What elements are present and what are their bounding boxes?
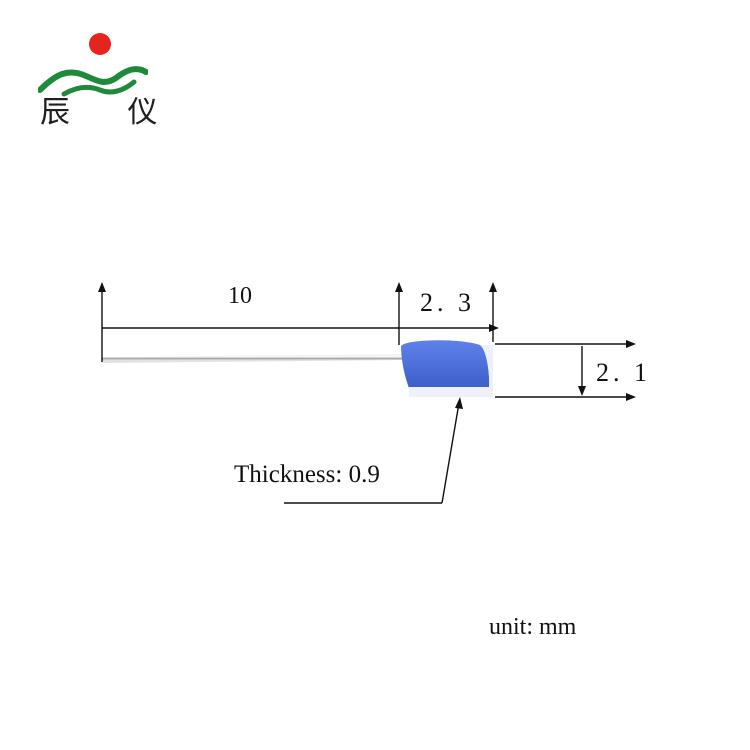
arrowhead-thickness (455, 397, 463, 409)
upper-wave-line (37, 66, 149, 93)
arrowhead-left-up (98, 282, 106, 292)
lead-length-label: 10 (228, 283, 252, 309)
arrowhead-bottom-right (626, 393, 636, 401)
arrowhead-top-right (626, 340, 636, 348)
arrowhead-right-up (489, 282, 497, 292)
red-sun-dot (89, 33, 111, 55)
arrowhead-length-right (489, 324, 499, 332)
sensor-edge (480, 345, 493, 395)
brand-mark-icon (37, 33, 149, 97)
unit-note: unit: mm (489, 614, 577, 640)
arrowhead-height-down (578, 386, 586, 396)
thickness-label: Thickness: 0.9 (234, 461, 380, 488)
lower-wave-line (61, 79, 137, 97)
brand-logo: 辰 仪 (37, 30, 158, 130)
sensor-lead-upper (101, 354, 405, 363)
head-height-label: 2. 1 (596, 358, 651, 387)
arrowhead-middle-up (395, 282, 403, 292)
thickness-leader-diagonal (441, 402, 460, 504)
sensor-body (401, 340, 490, 388)
sensor-base (409, 387, 493, 397)
logo-text: 辰 仪 (40, 95, 182, 130)
head-length-label: 2. 3 (420, 288, 475, 317)
